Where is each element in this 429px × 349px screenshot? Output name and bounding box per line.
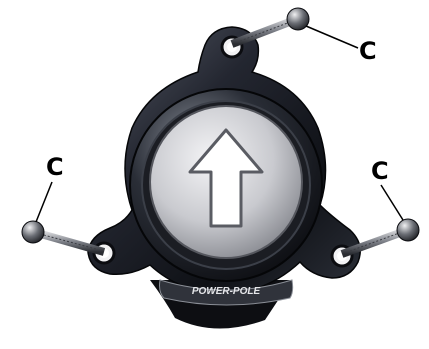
screw-right [340,218,420,258]
brand-text: POWER-POLE [192,286,261,297]
arrow-up-icon [188,128,264,228]
callout-label-top-right: C [359,37,377,65]
brand-plate: POWER-POLE [159,279,294,306]
callout-label-left: C [46,153,64,181]
callout-label-right: C [371,157,389,185]
callout-line-top-right [305,25,359,49]
callout-line-left [35,181,53,223]
callout-line-right [380,184,404,221]
screw-top-right [230,7,310,48]
screw-left [21,220,106,256]
